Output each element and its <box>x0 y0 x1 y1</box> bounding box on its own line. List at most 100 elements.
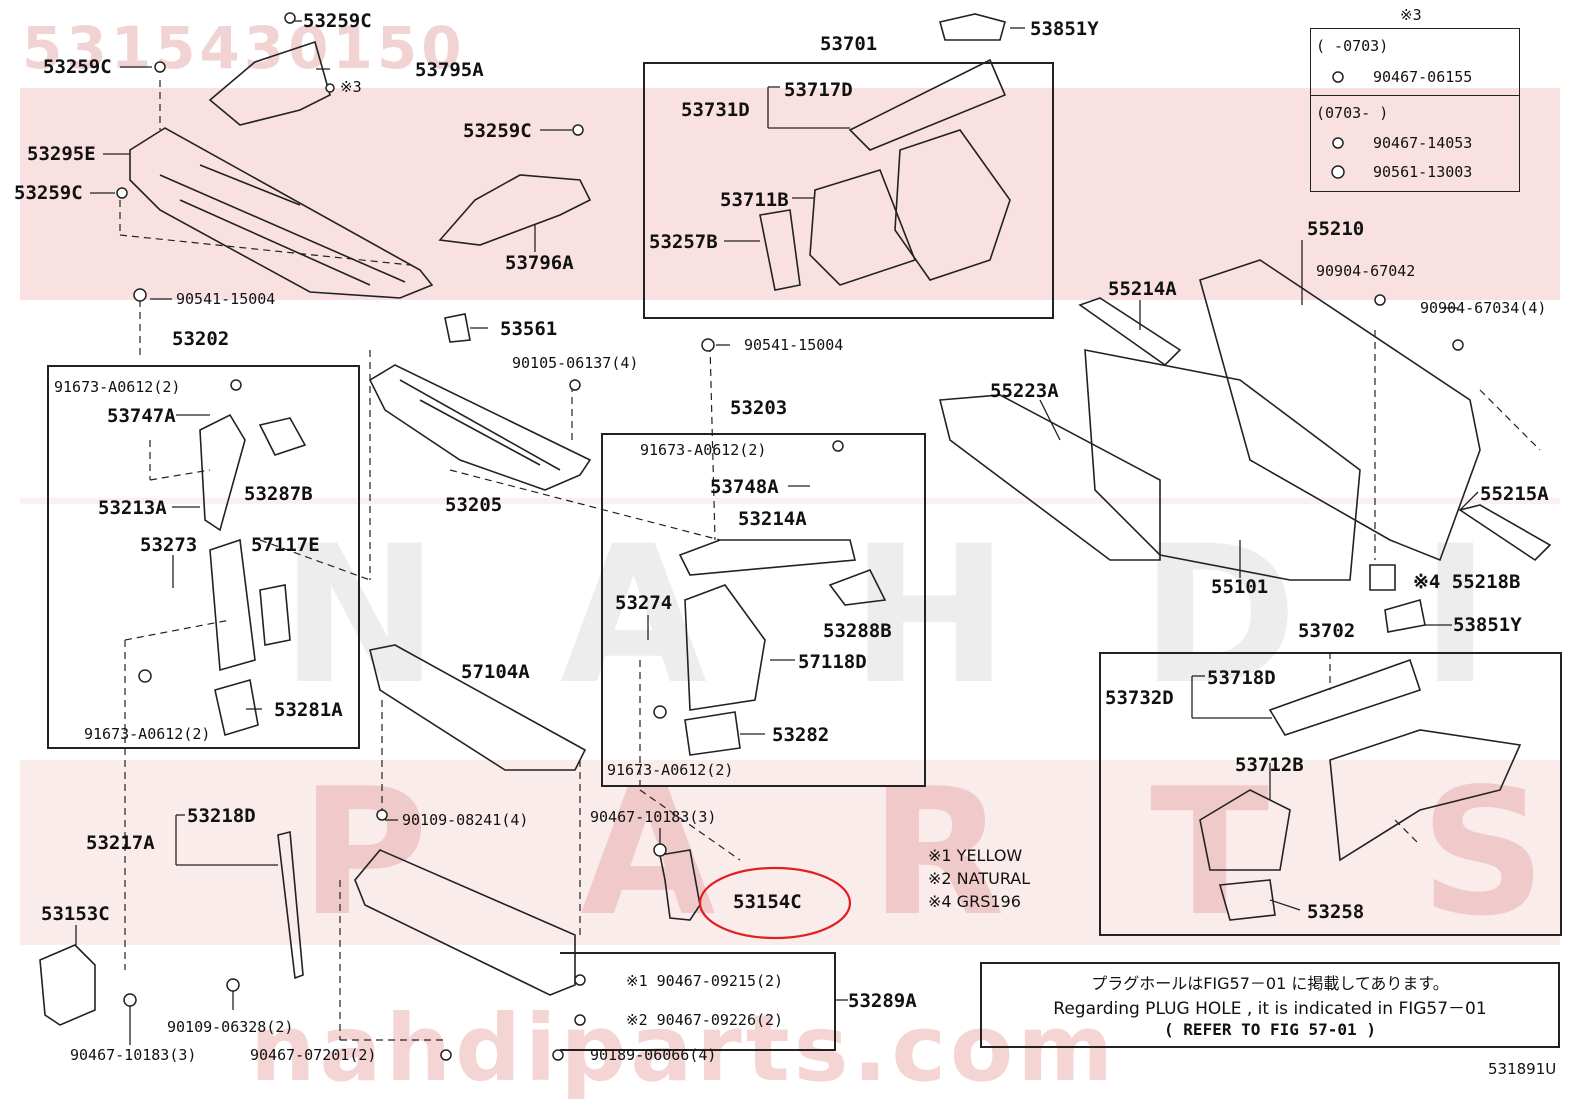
label-90904-b: 90904-67034(4) <box>1420 299 1547 317</box>
label-53154c: 53154C <box>733 891 802 913</box>
label-55210: 55210 <box>1307 218 1365 240</box>
label-55101: 55101 <box>1211 576 1269 598</box>
legend-x3-box <box>1310 28 1520 192</box>
label-90467-c: 90467-07201(2) <box>250 1046 377 1064</box>
watermark-band-mid <box>20 498 1560 504</box>
watermark-letter: I <box>1420 505 1495 726</box>
part-53257b <box>759 209 801 291</box>
part-55214a <box>1078 297 1182 367</box>
label-53712b: 53712B <box>1235 754 1304 776</box>
label-53203: 53203 <box>730 397 788 419</box>
part-53258 <box>1218 879 1276 921</box>
label-53796a: 53796A <box>505 252 574 274</box>
label-53717d: 53717D <box>784 79 853 101</box>
watermark-band-bottom <box>20 760 1560 945</box>
label-57104a: 57104A <box>461 661 530 683</box>
part-53711b <box>809 169 917 286</box>
label-91673-a: 91673-A0612(2) <box>54 378 181 396</box>
plug-note-ref: ( REFER TO FIG 57-01 ) <box>1164 1020 1376 1039</box>
part-53795a <box>208 40 331 126</box>
label-53153c: 53153C <box>41 903 110 925</box>
part-55218b <box>1369 564 1396 591</box>
part-53205 <box>368 364 592 491</box>
part-53851y-b <box>1384 598 1426 633</box>
group-box-53202 <box>47 365 360 749</box>
color-note-2: ※2 NATURAL <box>928 869 1031 888</box>
highlight-ellipse <box>698 866 852 940</box>
label-53273: 53273 <box>140 534 198 556</box>
label-90467-a: 90467-10183(3) <box>590 808 717 826</box>
part-53702-main <box>1329 729 1522 862</box>
watermark-letter: T <box>1150 752 1274 955</box>
label-53217a: 53217A <box>86 832 155 854</box>
label-55214a: 55214A <box>1108 278 1177 300</box>
label-53732d: 53732D <box>1105 687 1174 709</box>
watermark-letter: D <box>1140 505 1302 726</box>
label-90105: 90105-06137(4) <box>512 354 639 372</box>
label-53282: 53282 <box>772 724 830 746</box>
part-53289a <box>354 849 576 996</box>
label-91673-d: 91673-A0612(2) <box>607 761 734 779</box>
part-53153c <box>39 944 96 1026</box>
group-box-53203 <box>601 433 926 787</box>
label-57117e: 57117E <box>251 534 320 556</box>
label-x3: ※3 <box>340 78 362 96</box>
part-53213a <box>199 413 246 532</box>
label-53851y-b: 53851Y <box>1453 614 1522 636</box>
label-90467-e: ※2 90467-09226(2) <box>626 1011 784 1029</box>
label-53748a: 53748A <box>710 476 779 498</box>
color-note-3: ※4 GRS196 <box>928 892 1021 911</box>
watermark-letter: H <box>850 505 1014 726</box>
label-90541-a: 90541-15004 <box>176 290 276 308</box>
label-90109-b: 90109-06328(2) <box>167 1018 294 1036</box>
label-53259c-left: 53259C <box>43 56 112 78</box>
watermark-letter: P <box>300 752 433 955</box>
label-57118d: 57118D <box>798 651 867 673</box>
legend-x3-part-2b: 90561-13003 <box>1373 163 1473 181</box>
legend-x3-title: ※3 <box>1400 6 1422 24</box>
label-53795a: 53795A <box>415 59 484 81</box>
part-53712b <box>1199 789 1291 871</box>
watermark-brand: nahdiparts.com <box>250 995 1118 1102</box>
part-53718d <box>1268 658 1422 736</box>
label-53731d: 53731D <box>681 99 750 121</box>
legend-x3-range-1: ( -0703) <box>1316 37 1389 55</box>
part-57118d <box>684 584 766 711</box>
label-91673-c: 91673-A0612(2) <box>640 441 767 459</box>
label-90904-a: 90904-67042 <box>1316 262 1416 280</box>
label-53218d: 53218D <box>187 805 256 827</box>
label-55223a: 55223A <box>990 380 1059 402</box>
legend-x3-part-2a: 90467-14053 <box>1373 134 1473 152</box>
plug-hole-note: プラグホールはFIG57－01 に掲載してあります。 Regarding PLU… <box>980 962 1560 1048</box>
label-53287b: 53287B <box>244 483 313 505</box>
label-53747a: 53747A <box>107 405 176 427</box>
label-53259c-lower: 53259C <box>14 182 83 204</box>
label-53213a: 53213A <box>98 497 167 519</box>
label-53258: 53258 <box>1307 901 1365 923</box>
label-53257b: 53257B <box>649 231 718 253</box>
label-55218b: ※4 55218B <box>1413 571 1521 593</box>
part-53287b <box>258 417 307 456</box>
label-53205: 53205 <box>445 494 503 516</box>
watermark-band-top <box>20 88 1560 300</box>
color-note-1: ※1 YELLOW <box>928 846 1023 865</box>
label-53701: 53701 <box>820 33 878 55</box>
watermark-part-number: 5315430150 <box>22 14 466 82</box>
part-55210 <box>1199 259 1481 562</box>
watermark-letter: A <box>560 505 712 726</box>
watermark-letter: S <box>1420 752 1551 955</box>
part-53217a <box>277 830 304 980</box>
label-90189: 90189-06066(4) <box>590 1046 717 1064</box>
label-53561: 53561 <box>500 318 558 340</box>
part-53851y-a <box>939 13 1006 41</box>
label-53289a: 53289A <box>848 990 917 1012</box>
group-box-53701 <box>643 62 1054 319</box>
label-53259c-mid: 53259C <box>463 120 532 142</box>
diagram-code: 531891U <box>1488 1060 1557 1078</box>
label-90541-b: 90541-15004 <box>744 336 844 354</box>
part-53154c <box>659 849 701 921</box>
part-53281a <box>214 678 259 737</box>
label-53281a: 53281A <box>274 699 343 721</box>
label-53259c-top: 53259C <box>303 10 372 32</box>
part-53214a <box>678 539 857 576</box>
